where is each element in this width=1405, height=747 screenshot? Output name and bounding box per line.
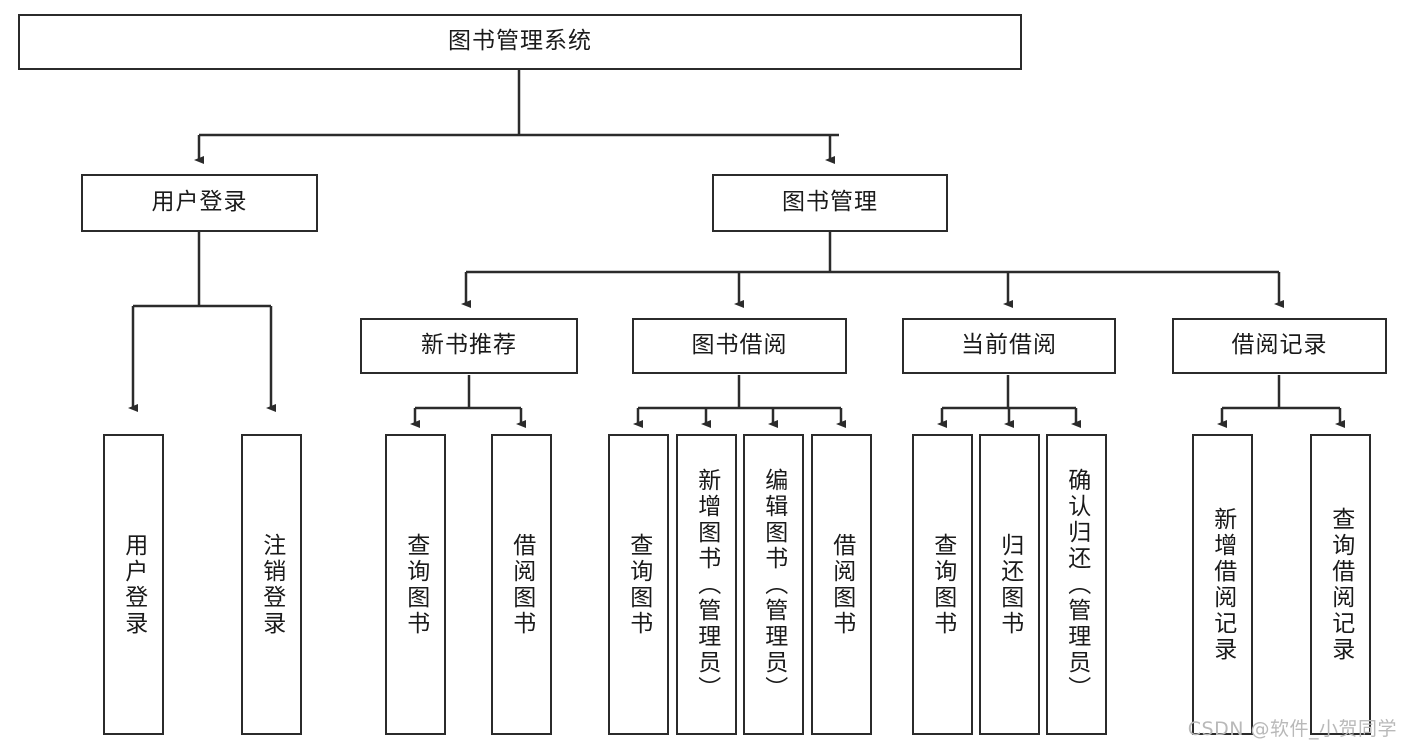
node-leaf-borrow-book-2[interactable]: 借阅图书 xyxy=(811,434,872,735)
node-leaf-query-book-2-label: 查询图书 xyxy=(625,532,652,637)
node-leaf-add-book[interactable]: 新增图书（管理员） xyxy=(676,434,737,735)
node-current-borrow[interactable]: 当前借阅 xyxy=(902,318,1116,374)
node-book-manage[interactable]: 图书管理 xyxy=(712,174,948,232)
node-borrow-record-label: 借阅记录 xyxy=(1231,332,1328,359)
node-root[interactable]: 图书管理系统 xyxy=(18,14,1022,70)
node-leaf-borrow-book-1[interactable]: 借阅图书 xyxy=(491,434,552,735)
node-leaf-query-record[interactable]: 查询借阅记录 xyxy=(1310,434,1371,735)
node-new-book-rec-label: 新书推荐 xyxy=(421,332,517,359)
node-leaf-user-login[interactable]: 用户登录 xyxy=(103,434,164,735)
node-leaf-logout-label: 注销登录 xyxy=(258,532,285,637)
node-leaf-query-book-1-label: 查询图书 xyxy=(402,532,429,637)
node-leaf-add-book-label: 新增图书（管理员） xyxy=(693,467,720,702)
node-leaf-add-record-label: 新增借阅记录 xyxy=(1209,506,1236,663)
node-book-borrow[interactable]: 图书借阅 xyxy=(632,318,847,374)
node-leaf-query-record-label: 查询借阅记录 xyxy=(1327,506,1354,663)
node-leaf-query-book-2[interactable]: 查询图书 xyxy=(608,434,669,735)
node-leaf-edit-book-label: 编辑图书（管理员） xyxy=(760,467,787,702)
node-leaf-borrow-book-2-label: 借阅图书 xyxy=(828,532,855,637)
node-book-borrow-label: 图书借阅 xyxy=(691,332,788,359)
node-leaf-add-record[interactable]: 新增借阅记录 xyxy=(1192,434,1253,735)
node-book-manage-label: 图书管理 xyxy=(782,189,878,216)
node-leaf-query-book-3-label: 查询图书 xyxy=(929,532,956,637)
node-leaf-confirm-return-label: 确认归还（管理员） xyxy=(1063,467,1090,702)
node-leaf-query-book-1[interactable]: 查询图书 xyxy=(385,434,446,735)
node-leaf-return-book-label: 归还图书 xyxy=(996,532,1023,637)
node-leaf-logout[interactable]: 注销登录 xyxy=(241,434,302,735)
node-leaf-query-book-3[interactable]: 查询图书 xyxy=(912,434,973,735)
node-user-login[interactable]: 用户登录 xyxy=(81,174,318,232)
node-leaf-confirm-return[interactable]: 确认归还（管理员） xyxy=(1046,434,1107,735)
node-root-label: 图书管理系统 xyxy=(448,28,592,55)
node-current-borrow-label: 当前借阅 xyxy=(961,332,1057,359)
node-borrow-record[interactable]: 借阅记录 xyxy=(1172,318,1387,374)
node-leaf-user-login-label: 用户登录 xyxy=(120,532,147,637)
node-leaf-borrow-book-1-label: 借阅图书 xyxy=(508,532,535,637)
node-user-login-label: 用户登录 xyxy=(151,189,248,216)
node-leaf-return-book[interactable]: 归还图书 xyxy=(979,434,1040,735)
node-leaf-edit-book[interactable]: 编辑图书（管理员） xyxy=(743,434,804,735)
node-new-book-rec[interactable]: 新书推荐 xyxy=(360,318,578,374)
